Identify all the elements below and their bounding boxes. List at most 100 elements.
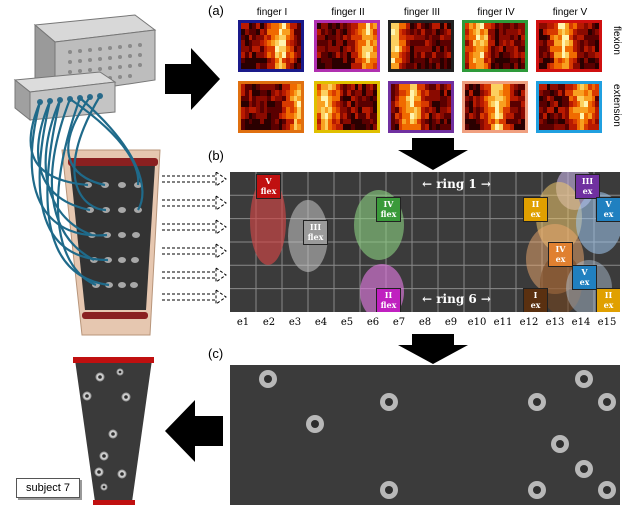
heatmap-cell (354, 23, 359, 29)
heatmap-cell (398, 34, 403, 41)
heatmap-cell (350, 124, 355, 130)
heatmap-cell (517, 95, 522, 102)
heatmap-cell (409, 23, 414, 29)
heatmap-cell (546, 23, 551, 29)
heatmap-cell (472, 112, 477, 119)
heatmap-cell (402, 124, 406, 130)
heatmap-cell (398, 101, 403, 107)
heatmap-cell (350, 89, 355, 96)
heatmap-cell (256, 23, 260, 29)
heatmap-cell (369, 84, 374, 90)
heatmap-cell (587, 112, 592, 119)
heatmap-cell (320, 84, 325, 90)
heatmap-cell (495, 84, 499, 90)
subject-label: subject 7 (16, 478, 80, 498)
heatmap-cell (289, 84, 294, 90)
heatmap-cell (286, 46, 290, 52)
heatmap-cell (513, 124, 518, 130)
heatmap-cell (447, 40, 451, 46)
heatmap-cell (565, 124, 569, 130)
heatmap-cell (468, 84, 473, 90)
heatmap-cell (339, 57, 344, 64)
heatmap-cell (278, 63, 283, 69)
heatmap-cell (587, 40, 592, 46)
electrode-cables (29, 95, 144, 287)
heatmap-cell (550, 57, 554, 64)
heatmap-cell (328, 95, 332, 102)
heatmap-cell (476, 95, 480, 102)
heatmap-cell (271, 40, 275, 46)
heatmap-cell (443, 95, 448, 102)
heatmap-cell (421, 101, 425, 107)
heatmap-cell (282, 118, 286, 125)
heatmap-cell (256, 112, 260, 119)
heatmap-cell (480, 89, 484, 96)
heatmap-cell (320, 34, 325, 41)
heatmap-cell (406, 107, 410, 113)
heatmap-cell (554, 95, 558, 102)
heatmap-cell (561, 107, 566, 113)
heatmap-cell (561, 40, 566, 46)
heatmap-cell (521, 89, 525, 96)
heatmap-cell (580, 107, 584, 113)
heatmap-cell (252, 89, 256, 96)
heatmap-cell (487, 107, 492, 113)
electrode-column-label: e15 (597, 317, 617, 328)
heatmap-cell (510, 63, 514, 69)
heatmap-cell (539, 51, 543, 58)
heatmap-cell (335, 112, 340, 119)
heatmap-cell (402, 40, 406, 46)
heatmap-cell (476, 34, 480, 41)
heatmap-cell (584, 118, 588, 125)
heatmap-cell (542, 84, 547, 90)
heatmap-cell (358, 118, 362, 125)
heatmap-cell (576, 112, 581, 119)
heatmap-cell (263, 95, 268, 102)
ring-6-label: ← ring 6 → (422, 292, 491, 306)
heatmap-cell (398, 57, 403, 64)
heatmap-cell (483, 118, 488, 125)
heatmap-cell (413, 95, 418, 102)
heatmap-cell (365, 23, 370, 29)
heatmap-extension-finger-5 (536, 81, 602, 133)
heatmap-cell (447, 84, 451, 90)
heatmap-cell (480, 95, 484, 102)
heatmap-cell (335, 40, 340, 46)
heatmap-cell (289, 101, 294, 107)
heatmap-cell (557, 118, 562, 125)
heatmap-cell (373, 23, 377, 29)
heatmap-cell (417, 124, 421, 130)
heatmap-cell (324, 107, 329, 113)
heatmap-cell (317, 84, 321, 90)
selected-electrode (528, 481, 546, 499)
heatmap-cell (252, 107, 256, 113)
heatmap-cell (546, 101, 551, 107)
heatmap-cell (259, 95, 264, 102)
heatmap-cell (587, 118, 592, 125)
heatmap-cell (402, 46, 406, 52)
heatmap-cell (413, 89, 418, 96)
heatmap-cell (324, 28, 329, 35)
heatmap-cell (317, 28, 321, 35)
heatmap-cell (591, 118, 596, 125)
heatmap-cell (595, 107, 599, 113)
heatmap-cell (402, 112, 406, 119)
heatmap-cell (362, 107, 366, 113)
heatmap-cell (293, 118, 298, 125)
heatmap-cell (498, 112, 503, 119)
heatmap-cell (248, 34, 253, 41)
heatmap-cell (332, 107, 336, 113)
heatmap-cell (487, 57, 492, 64)
heatmap-cell (286, 107, 290, 113)
heatmap-cell (417, 57, 421, 64)
heatmap-cell (424, 95, 429, 102)
heatmap-cell (402, 118, 406, 125)
heatmap-cell (358, 63, 362, 69)
heatmap-cell (369, 124, 374, 130)
heatmap-cell (244, 95, 249, 102)
heatmap-cell (432, 40, 436, 46)
heatmap-cell (443, 23, 448, 29)
heatmap-cell (557, 112, 562, 119)
heatmap-cell (595, 89, 599, 96)
heatmap-cell (421, 107, 425, 113)
